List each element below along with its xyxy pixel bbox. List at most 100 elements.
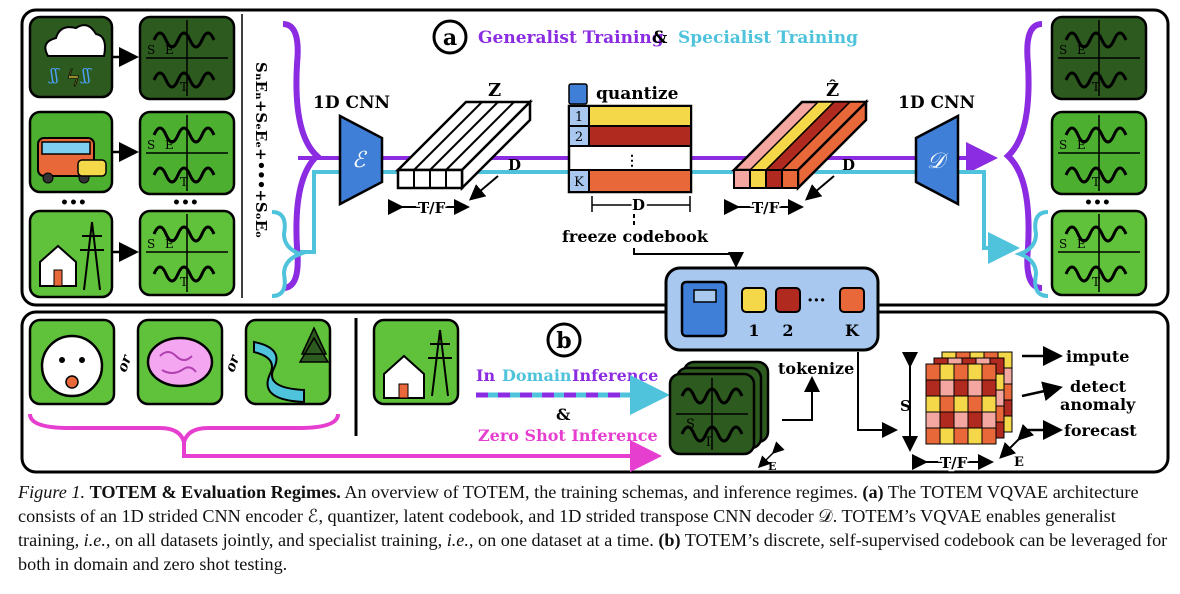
token-cell <box>967 379 983 397</box>
caption-text-1: An overview of TOTEM, the training schem… <box>340 482 863 502</box>
code-row-2 <box>588 125 692 147</box>
wave-tile-electricity: S E T <box>138 209 236 297</box>
token-cell <box>939 363 955 381</box>
quantize-label: quantize <box>596 84 679 104</box>
token-cell <box>981 411 997 429</box>
caption-ie-1: i.e., <box>83 530 111 550</box>
badge-a <box>432 19 468 55</box>
caption-text-5: TOTEM’s discrete, self-supervised codebo… <box>18 530 1168 574</box>
svg-text:T: T <box>704 435 713 450</box>
wave-tile-traffic: S E T <box>138 110 236 196</box>
code-row-k <box>588 169 692 193</box>
code-orange <box>839 287 865 313</box>
frozen-codebook-box: ··· 1 2 K <box>664 266 880 352</box>
code-yellow <box>741 287 767 313</box>
out-tile-electricity: S E T <box>1050 209 1148 297</box>
brain-icon <box>146 336 214 388</box>
caption-figure-label: Figure 1. <box>18 482 86 502</box>
bus-wheel <box>42 172 54 184</box>
token-cell <box>953 363 969 381</box>
token-cell <box>953 411 969 429</box>
stack-e-label: E <box>768 460 776 473</box>
detect-label: detect <box>1070 377 1127 396</box>
figure-caption: Figure 1. TOTEM & Evaluation Regimes. An… <box>18 480 1168 576</box>
token-cell <box>981 363 997 381</box>
decoder-symbol: 𝒟 <box>927 149 949 174</box>
car-icon <box>77 159 107 177</box>
freeze-arrow <box>633 248 744 268</box>
svg-text:E: E <box>1077 138 1086 152</box>
z-d-arrow <box>468 175 499 201</box>
token-cell <box>939 411 955 429</box>
caption-a-tag: (a) <box>862 482 884 502</box>
input-icons-column: ʃʃ ϟ ʃʃ ••• <box>28 15 114 299</box>
svg-text:S: S <box>1059 43 1067 57</box>
zero-shot-label: Zero Shot Inference <box>478 426 658 445</box>
svg-text:2: 2 <box>575 130 583 145</box>
encoder-trapezoid <box>338 113 384 207</box>
caption-title: TOTEM & Evaluation Regimes. <box>89 482 341 502</box>
lightning-icon: ϟ <box>66 67 81 92</box>
token-cell <box>925 427 941 445</box>
caption-b-tag: (b) <box>658 530 681 550</box>
svg-text:S: S <box>147 237 155 251</box>
code-red <box>775 287 801 313</box>
svg-text:T: T <box>1092 275 1100 289</box>
token-e-arrow <box>999 423 1035 459</box>
rain-icon: ʃʃ <box>48 65 60 84</box>
power-pylon-icon <box>80 221 104 291</box>
svg-text:S: S <box>1059 237 1067 251</box>
token-cell <box>925 411 941 429</box>
zhat-tensor <box>730 98 870 192</box>
token-e-label: E <box>1014 455 1024 470</box>
dots-mid: ••• <box>172 195 199 211</box>
token-cell <box>967 363 983 381</box>
svg-text:S: S <box>686 417 695 432</box>
z-tensor <box>394 98 534 192</box>
token-cell <box>967 411 983 429</box>
svg-text:E: E <box>1077 237 1086 251</box>
svg-text:2: 2 <box>782 321 793 340</box>
codebook-to-token-arrow <box>857 352 898 438</box>
svg-text:K: K <box>574 175 584 190</box>
svg-text:S: S <box>1059 138 1067 152</box>
anomaly-arrow <box>1021 381 1063 402</box>
token-cell <box>939 427 955 445</box>
zhat-label: Ẑ <box>826 78 839 101</box>
sum-label: SₙEₙ+SₑEₑ+•••+SₒEₒ <box>252 62 270 238</box>
token-cell <box>939 379 955 397</box>
token-grid <box>925 351 1013 445</box>
token-cell <box>967 427 983 445</box>
svg-text:1: 1 <box>575 110 583 125</box>
svg-text:⋮: ⋮ <box>625 153 639 169</box>
decoder-trapezoid <box>914 113 960 207</box>
token-cell <box>981 427 997 445</box>
anomaly-label: anomaly <box>1060 395 1136 414</box>
svg-text:S: S <box>147 43 155 57</box>
bus-window <box>41 141 91 155</box>
or-label-2: or <box>222 352 243 375</box>
svg-text:T: T <box>180 175 188 189</box>
token-cell <box>953 379 969 397</box>
tokenize-arrow <box>782 376 820 421</box>
impute-label: impute <box>1066 347 1129 366</box>
svg-text:S: S <box>147 138 155 152</box>
generalist-title: Generalist Training <box>478 28 664 48</box>
svg-text:1: 1 <box>748 321 759 340</box>
stack-e-arrow <box>757 441 785 469</box>
house-icon <box>39 244 77 287</box>
zero-shot-line <box>182 440 662 472</box>
river-icon <box>253 340 305 404</box>
decoder-title: 1D CNN <box>898 93 975 113</box>
forecast-label: forecast <box>1064 421 1137 440</box>
baby-icon <box>40 334 104 398</box>
svg-text:E: E <box>165 237 174 251</box>
out-tile-weather: S E T <box>1050 15 1148 101</box>
in-domain-domain: Domain <box>502 366 572 385</box>
in-domain-inference: Inference <box>572 366 658 385</box>
svg-text:E: E <box>165 43 174 57</box>
amp-title: & <box>652 28 668 48</box>
svg-text:E: E <box>165 138 174 152</box>
out-tile-traffic: S E T <box>1050 110 1148 196</box>
badge-a-text: a <box>443 25 457 51</box>
